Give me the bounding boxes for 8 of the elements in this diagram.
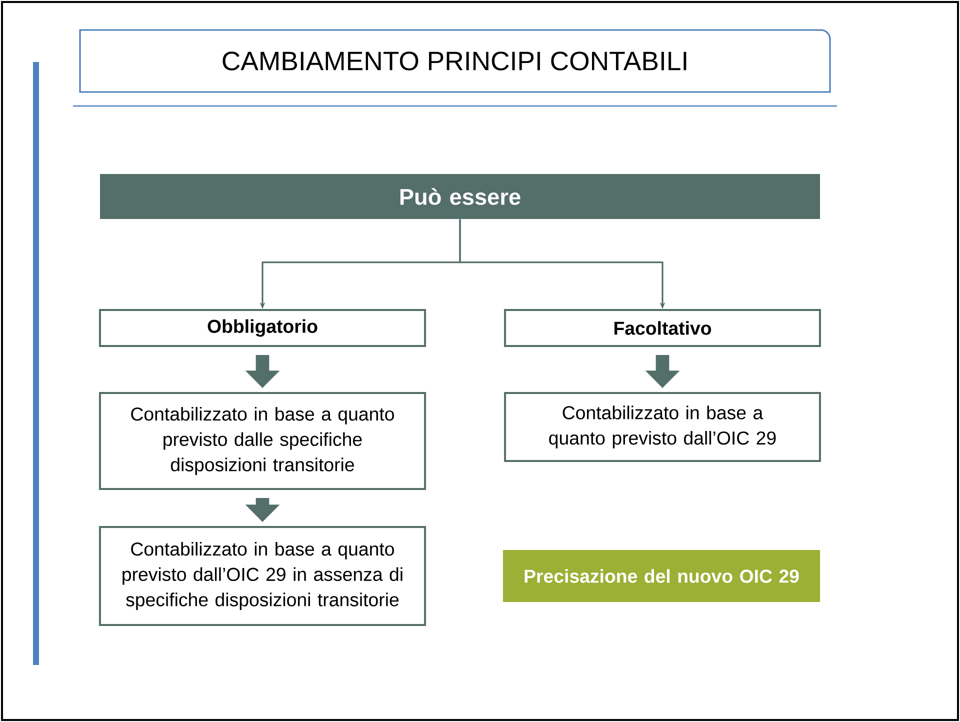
note-box: Precisazione del nuovo OIC 29 xyxy=(502,550,820,602)
process-box: Contabilizzato in base a quanto previsto dall’OIC 29 xyxy=(504,392,821,462)
process-box: Contabilizzato in base a quanto previsto dalle specifiche disposizioni transitorie xyxy=(98,392,426,490)
process-box: Contabilizzato in base a quanto previsto dall’OIC 29 in assenza di specifiche disposizioni transitorie xyxy=(98,526,426,626)
title-box: CAMBIAMENTO PRINCIPI CONTABILI xyxy=(79,29,831,93)
header-bar: Può essere xyxy=(100,174,820,220)
process-box: Facoltativo xyxy=(504,309,821,347)
process-box: Obbligatorio xyxy=(98,309,426,347)
